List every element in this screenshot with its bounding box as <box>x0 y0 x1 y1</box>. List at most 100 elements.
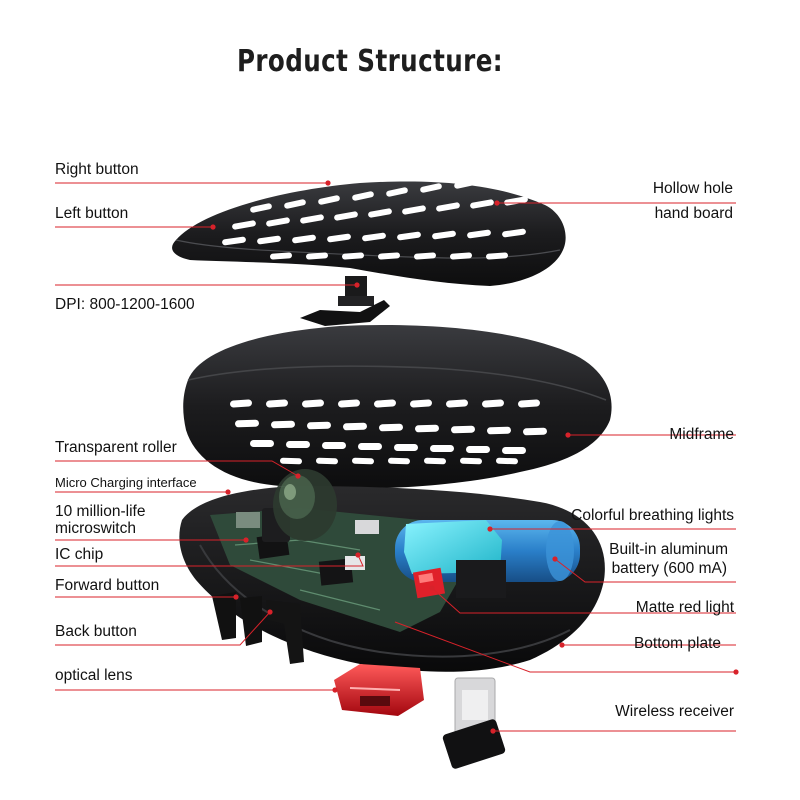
vent-slot <box>222 236 246 246</box>
vent-slot <box>307 421 331 430</box>
vent-slot <box>502 228 526 238</box>
vent-slot <box>378 252 400 260</box>
vent-slot <box>300 214 324 224</box>
leader-line <box>55 554 364 567</box>
vent-slot <box>496 457 518 465</box>
label-dpi: DPI: 800-1200-1600 <box>55 296 195 313</box>
vent-slot <box>284 199 306 209</box>
vent-slot <box>486 252 508 260</box>
wireless-receiver <box>442 677 506 769</box>
vent-slot <box>466 446 490 453</box>
vent-slot <box>430 445 454 452</box>
leader-line <box>55 460 299 477</box>
vent-slot <box>358 443 382 450</box>
leader-dot <box>487 526 493 532</box>
vent-slot <box>250 203 272 213</box>
leader-line <box>554 558 736 583</box>
vent-slot <box>343 422 367 431</box>
vent-slot <box>394 444 418 451</box>
vent-slot <box>352 191 374 201</box>
label-back-button: Back button <box>55 623 137 640</box>
vent-slot <box>250 440 274 447</box>
vent-slot <box>374 399 396 408</box>
label-transparent-roller: Transparent roller <box>55 439 177 456</box>
vent-slot <box>415 424 439 433</box>
leader-dot <box>210 224 216 230</box>
vent-slot <box>338 399 360 408</box>
leader-dot <box>494 200 500 206</box>
vent-slot <box>280 457 302 465</box>
vent-slot <box>306 252 328 260</box>
vent-slot <box>270 252 292 260</box>
vent-slot <box>424 457 446 465</box>
label-hollow-line2: hand board <box>654 205 733 222</box>
leader-dot <box>552 556 558 562</box>
label-microswitch-line2: microswitch <box>55 520 136 537</box>
leader-line <box>394 621 736 673</box>
vent-slot <box>451 425 475 434</box>
vent-slot <box>232 220 256 230</box>
midframe <box>183 325 612 489</box>
vent-slot <box>414 252 436 260</box>
vent-slot <box>446 399 468 408</box>
label-midframe: Midframe <box>669 426 734 443</box>
label-matte-red-light: Matte red light <box>635 599 734 616</box>
label-left-button: Left button <box>55 205 129 222</box>
vent-slot <box>487 426 511 435</box>
vent-slot <box>302 399 324 408</box>
leader-dot <box>354 282 360 288</box>
leader-line <box>431 587 736 614</box>
vent-slot <box>266 399 288 408</box>
leader-dot <box>332 687 338 693</box>
leader-dot <box>565 432 571 438</box>
vent-slot <box>368 208 392 218</box>
vent-slot <box>318 195 340 205</box>
optical-lens <box>334 664 424 716</box>
vent-slot <box>460 457 482 465</box>
vent-slot <box>342 252 364 260</box>
leader-dot <box>233 594 239 600</box>
vent-slot <box>482 399 504 408</box>
leader-dot <box>225 489 231 495</box>
label-ic-chip: IC chip <box>55 546 104 563</box>
vent-slot <box>450 252 472 260</box>
vent-slot <box>397 231 421 241</box>
battery-bracket <box>456 560 506 598</box>
vent-slot <box>454 179 476 189</box>
leader-dot <box>243 537 249 543</box>
vent-slot <box>271 420 295 429</box>
label-right-button: Right button <box>55 161 139 178</box>
vent-slot <box>316 457 338 465</box>
vent-slot <box>502 447 526 454</box>
vent-slot <box>386 187 408 197</box>
vent-slot <box>523 427 547 436</box>
leader-dot <box>267 609 273 615</box>
page-title: Product Structure: <box>236 44 504 79</box>
top-shell-holes <box>222 175 528 260</box>
leader-line <box>55 611 271 646</box>
vent-slot <box>488 175 510 185</box>
vent-slot <box>286 441 310 448</box>
leader-dot <box>429 585 435 591</box>
side-buttons <box>212 592 304 664</box>
label-breathing-lights: Colorful breathing lights <box>571 507 734 524</box>
label-battery-line1: Built-in aluminum <box>609 541 728 558</box>
vent-slot <box>436 202 460 212</box>
dpi-button-stem <box>300 276 390 326</box>
label-hollow-line1: Hollow hole <box>652 180 733 197</box>
vent-slot <box>235 419 259 428</box>
label-forward-button: Forward button <box>55 577 160 594</box>
vent-slot <box>402 205 426 215</box>
vent-slot <box>410 399 432 408</box>
leader-dot <box>733 669 739 675</box>
vent-slot <box>388 457 410 465</box>
leader-dot <box>325 180 331 186</box>
label-optical-lens: optical lens <box>55 667 133 684</box>
vent-slot <box>334 211 358 221</box>
leader-dot <box>490 728 496 734</box>
label-wireless-receiver: Wireless receiver <box>615 703 734 720</box>
vent-slot <box>352 457 374 465</box>
vent-slot <box>322 442 346 449</box>
